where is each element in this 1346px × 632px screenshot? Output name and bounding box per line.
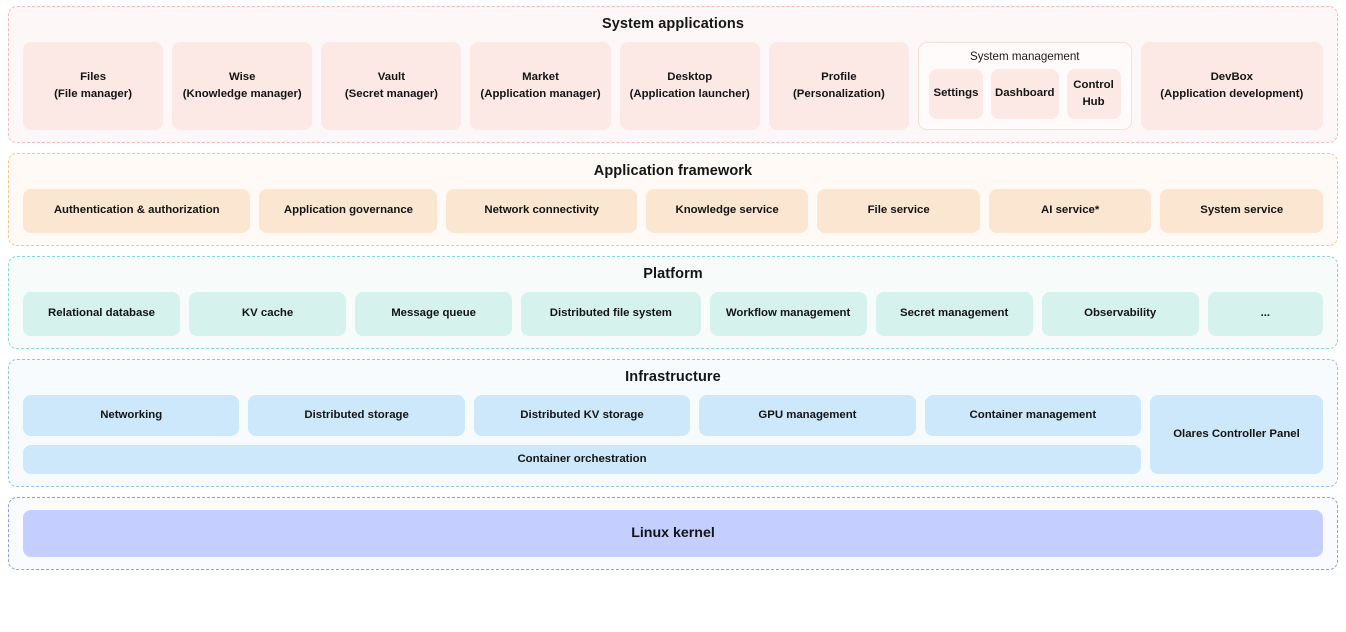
framework-card-system-service[interactable]: System service <box>1160 189 1323 233</box>
platform-card-secret-management[interactable]: Secret management <box>875 292 1033 336</box>
kernel-card-linux-kernel[interactable]: Linux kernel <box>23 510 1323 558</box>
app-role: (Application manager) <box>480 88 601 100</box>
app-name: Files <box>80 70 107 83</box>
platform-row: Relational database KV cache Message que… <box>9 292 1337 336</box>
app-name: Vault <box>377 70 405 83</box>
framework-card-network-connectivity[interactable]: Network connectivity <box>446 189 637 233</box>
platform-card-observability[interactable]: Observability <box>1041 292 1199 336</box>
app-card-devbox[interactable]: DevBox (Application development) <box>1140 42 1323 130</box>
layer-title-platform: Platform <box>643 266 703 282</box>
infrastructure-card-distributed-storage[interactable]: Distributed storage <box>248 395 465 436</box>
layer-infrastructure: Infrastructure Networking Distributed st… <box>8 359 1338 488</box>
platform-card-message-queue[interactable]: Message queue <box>355 292 513 336</box>
system-management-card-dashboard[interactable]: Dashboard <box>991 69 1059 119</box>
infrastructure-body: Networking Distributed storage Distribut… <box>9 395 1337 475</box>
layer-title-infrastructure: Infrastructure <box>625 369 721 385</box>
application-framework-row: Authentication & authorization Applicati… <box>9 189 1337 233</box>
app-card-market[interactable]: Market (Application manager) <box>470 42 611 130</box>
app-card-desktop[interactable]: Desktop (Application launcher) <box>619 42 760 130</box>
infrastructure-top-row: Networking Distributed storage Distribut… <box>23 395 1142 436</box>
system-management-card-settings[interactable]: Settings <box>928 69 983 119</box>
app-role: (Personalization) <box>792 88 885 100</box>
platform-card-kv-cache[interactable]: KV cache <box>189 292 347 336</box>
linux-kernel-row: Linux kernel <box>9 498 1337 558</box>
app-card-profile[interactable]: Profile (Personalization) <box>768 42 909 130</box>
system-management-row: Settings Dashboard Control Hub <box>928 69 1121 119</box>
system-management-panel: System management Settings Dashboard Con… <box>917 42 1132 130</box>
layer-application-framework: Application framework Authentication & a… <box>8 153 1338 246</box>
infrastructure-card-olares-controller-panel[interactable]: Olares Controller Panel <box>1150 395 1323 475</box>
infrastructure-card-gpu-management[interactable]: GPU management <box>699 395 916 436</box>
framework-card-authentication-authorization[interactable]: Authentication & authorization <box>23 189 251 233</box>
layer-platform: Platform Relational database KV cache Me… <box>8 256 1338 349</box>
infrastructure-card-distributed-kv-storage[interactable]: Distributed KV storage <box>473 395 691 436</box>
layer-linux-kernel: Linux kernel <box>8 497 1338 571</box>
framework-card-file-service[interactable]: File service <box>817 189 980 233</box>
platform-card-workflow-management[interactable]: Workflow management <box>709 292 867 336</box>
infrastructure-right-column: Olares Controller Panel <box>1150 395 1323 475</box>
infrastructure-card-container-orchestration[interactable]: Container orchestration <box>23 445 1141 475</box>
app-card-wise[interactable]: Wise (Knowledge manager) <box>172 42 313 130</box>
platform-card-distributed-file-system[interactable]: Distributed file system <box>521 292 701 336</box>
app-role: (Knowledge manager) <box>182 88 302 100</box>
system-management-title: System management <box>969 50 1080 63</box>
app-name: Wise <box>228 70 256 83</box>
framework-card-application-governance[interactable]: Application governance <box>259 189 438 233</box>
app-role: (File manager) <box>54 88 132 100</box>
app-name: Market <box>522 70 559 83</box>
framework-card-ai-service[interactable]: AI service* <box>988 189 1152 233</box>
app-role: (Secret manager) <box>344 88 438 100</box>
infrastructure-card-container-management[interactable]: Container management <box>924 395 1142 436</box>
layer-title-application-framework: Application framework <box>593 163 753 179</box>
system-applications-row: Files (File manager) Wise (Knowledge man… <box>9 42 1337 130</box>
app-name: Desktop <box>667 70 713 83</box>
app-name: DevBox <box>1210 70 1253 83</box>
framework-card-knowledge-service[interactable]: Knowledge service <box>645 189 809 233</box>
app-card-files[interactable]: Files (File manager) <box>23 42 164 130</box>
app-name: Profile <box>821 70 857 83</box>
infrastructure-left-column: Networking Distributed storage Distribut… <box>23 395 1142 475</box>
system-management-card-control-hub[interactable]: Control Hub <box>1066 69 1121 119</box>
layer-title-system-applications: System applications <box>601 16 745 32</box>
platform-card-more[interactable]: ... <box>1207 292 1323 336</box>
infrastructure-card-networking[interactable]: Networking <box>23 395 240 436</box>
app-role: (Application development) <box>1160 88 1304 100</box>
app-role: (Application launcher) <box>629 88 750 100</box>
layer-system-applications: System applications Files (File manager)… <box>8 6 1338 143</box>
app-card-vault[interactable]: Vault (Secret manager) <box>321 42 462 130</box>
platform-card-relational-database[interactable]: Relational database <box>23 292 181 336</box>
